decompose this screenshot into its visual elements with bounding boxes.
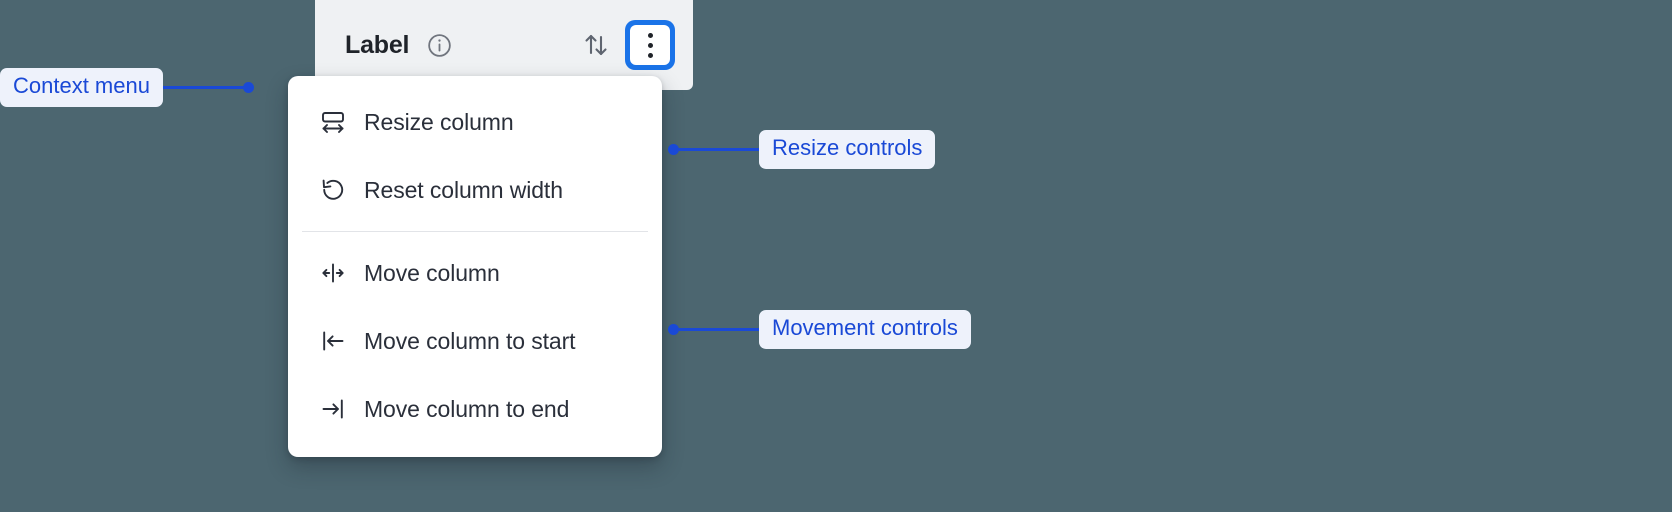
column-header[interactable]: Label xyxy=(315,0,693,90)
resize-column-icon xyxy=(318,107,348,137)
leader-line xyxy=(679,327,759,331)
leader-dot xyxy=(668,143,679,155)
leader-line xyxy=(679,147,759,151)
annotation-movement-controls: Movement controls xyxy=(668,310,971,349)
menu-item-move-column[interactable]: Move column xyxy=(288,239,662,307)
leader-line xyxy=(162,85,243,89)
menu-item-label: Move column xyxy=(364,259,500,286)
kebab-menu-icon xyxy=(630,25,670,65)
info-circle-icon[interactable] xyxy=(426,32,453,59)
context-menu: Resize column Reset column width Move co… xyxy=(288,76,662,457)
kebab-dot xyxy=(647,32,653,38)
menu-item-move-column-to-end[interactable]: Move column to end xyxy=(288,375,662,443)
leader-dot xyxy=(242,81,254,93)
menu-item-label: Move column to start xyxy=(364,327,576,354)
kebab-dot xyxy=(647,52,653,58)
leader-dot xyxy=(668,323,679,335)
kebab-dot xyxy=(647,42,653,48)
annotation-label: Context menu xyxy=(0,68,163,107)
reset-width-icon xyxy=(318,175,348,205)
menu-item-resize-column[interactable]: Resize column xyxy=(288,88,662,156)
annotation-label: Resize controls xyxy=(759,130,936,169)
move-column-icon xyxy=(318,258,348,288)
annotation-label: Movement controls xyxy=(759,310,971,349)
sort-up-down-icon[interactable] xyxy=(579,28,613,62)
menu-item-reset-column-width[interactable]: Reset column width xyxy=(288,156,662,224)
menu-item-label: Move column to end xyxy=(364,395,570,422)
move-to-start-icon xyxy=(318,326,348,356)
kebab-menu-button[interactable] xyxy=(625,20,675,70)
menu-item-label: Resize column xyxy=(364,108,514,135)
menu-item-move-column-to-start[interactable]: Move column to start xyxy=(288,307,662,375)
menu-item-label: Reset column width xyxy=(364,176,563,203)
menu-divider xyxy=(302,231,648,232)
annotation-context-menu: Context menu xyxy=(0,68,254,107)
annotation-resize-controls: Resize controls xyxy=(668,130,936,169)
move-to-end-icon xyxy=(318,394,348,424)
page-title: Label xyxy=(345,30,410,59)
